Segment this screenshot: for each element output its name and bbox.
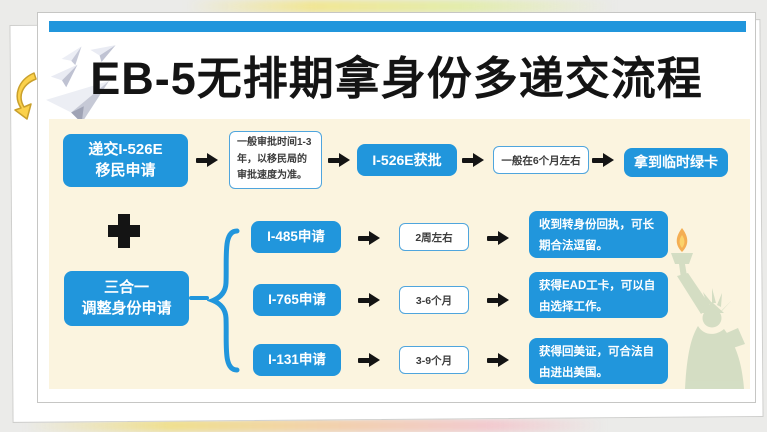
flow-arrow-icon xyxy=(487,293,509,307)
flow-arrow-icon xyxy=(358,353,380,367)
header-accent-bar xyxy=(49,21,746,32)
brace-connector-line xyxy=(189,296,209,300)
background-gradient-bottom xyxy=(25,419,605,432)
result-i485: 收到转身份回执，可长期合法逗留。 xyxy=(529,211,668,258)
curved-arrow-icon xyxy=(14,72,37,120)
note-review-time: 一般审批时间1-3年，以移民局的审批速度为准。 xyxy=(229,131,322,189)
note-wait-6-months: 一般在6个月左右 xyxy=(493,146,589,174)
step-three-in-one: 三合一 调整身份申请 xyxy=(64,271,189,326)
step-i526e-approved: I-526E获批 xyxy=(357,144,457,176)
result-i131: 获得回美证，可合法自由进出美国。 xyxy=(529,338,668,384)
duration-i765: 3-6个月 xyxy=(399,286,469,314)
flow-arrow-icon xyxy=(487,231,509,245)
plus-icon xyxy=(108,214,140,248)
result-i765: 获得EAD工卡，可以自由选择工作。 xyxy=(529,272,668,318)
duration-i131: 3-9个月 xyxy=(399,346,469,374)
flow-arrow-icon xyxy=(328,153,350,167)
paper-planes-icon xyxy=(46,45,116,123)
infographic-card: EB-5无排期拿身份多递交流程 递交I xyxy=(37,12,756,403)
brace-icon xyxy=(207,228,240,373)
flow-arrow-icon xyxy=(462,153,484,167)
flow-arrow-icon xyxy=(358,231,380,245)
step-submit-i526e: 递交I-526E 移民申请 xyxy=(63,134,188,187)
step-i131-application: I-131申请 xyxy=(253,344,341,376)
flow-arrow-icon xyxy=(487,353,509,367)
flow-arrow-icon xyxy=(592,153,614,167)
step-i485-application: I-485申请 xyxy=(251,221,341,253)
flow-arrow-icon xyxy=(196,153,218,167)
statue-of-liberty-icon xyxy=(671,228,745,389)
flow-panel: 递交I-526E 移民申请 一般审批时间1-3年，以移民局的审批速度为准。 I-… xyxy=(49,119,750,389)
background-gradient-top xyxy=(185,0,615,13)
flow-arrow-icon xyxy=(358,293,380,307)
page-title: EB-5无排期拿身份多递交流程 xyxy=(90,53,703,104)
step-i765-application: I-765申请 xyxy=(253,284,341,316)
duration-i485: 2周左右 xyxy=(399,223,469,251)
step-temp-green-card: 拿到临时绿卡 xyxy=(624,148,728,177)
